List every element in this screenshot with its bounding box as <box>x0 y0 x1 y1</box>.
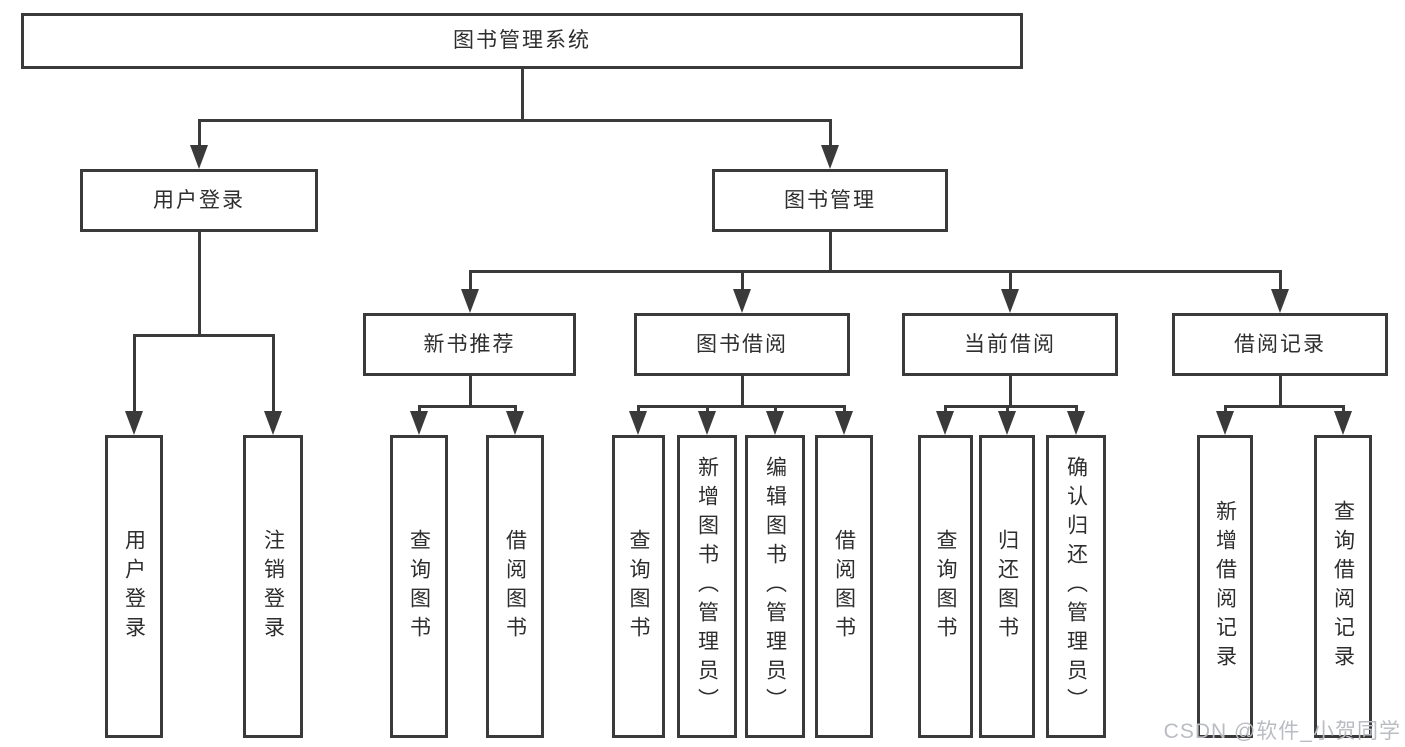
node-book-borrowing-label: 图书借阅 <box>696 332 788 356</box>
leaf-borrow-books-borrowing: 借阅图书 <box>815 435 873 738</box>
arrowhead-down-icon <box>1271 289 1289 313</box>
leaf-query-borrow-record: 查询借阅记录 <box>1314 435 1372 738</box>
connector-line <box>829 119 832 150</box>
connector-line <box>133 334 275 337</box>
connector-line <box>1279 270 1282 293</box>
connector-line <box>944 405 1078 408</box>
arrowhead-down-icon <box>410 411 428 435</box>
node-current-borrowing-label: 当前借阅 <box>964 332 1056 356</box>
leaf-confirm-return-admin: 确认归还（管理员） <box>1046 435 1106 738</box>
arrowhead-down-icon <box>1334 411 1352 435</box>
connector-line <box>133 334 136 415</box>
leaf-query-borrow-record-label: 查询借阅记录 <box>1331 499 1355 674</box>
leaf-edit-books-admin: 编辑图书（管理员） <box>745 435 805 738</box>
connector-line <box>829 232 832 272</box>
leaf-logout: 注销登录 <box>243 435 303 738</box>
leaf-add-books-admin-label: 新增图书（管理员） <box>695 456 719 717</box>
arrowhead-down-icon <box>190 145 208 169</box>
leaf-add-borrow-record: 新增借阅记录 <box>1197 435 1253 738</box>
leaf-user-login: 用户登录 <box>105 435 163 738</box>
connector-line <box>418 405 517 408</box>
connector-line <box>1009 376 1012 407</box>
leaf-add-borrow-record-label: 新增借阅记录 <box>1213 499 1237 674</box>
arrowhead-down-icon <box>821 145 839 169</box>
connector-line <box>637 405 846 408</box>
node-borrowing-records: 借阅记录 <box>1172 313 1388 376</box>
arrowhead-down-icon <box>461 289 479 313</box>
leaf-query-books-current: 查询图书 <box>918 435 973 738</box>
node-user-login-label: 用户登录 <box>153 188 245 212</box>
connector-line <box>741 376 744 407</box>
arrowhead-down-icon <box>125 411 143 435</box>
node-book-management: 图书管理 <box>712 169 948 232</box>
node-current-borrowing: 当前借阅 <box>902 313 1118 376</box>
arrowhead-down-icon <box>835 411 853 435</box>
arrowhead-down-icon <box>733 289 751 313</box>
node-new-book-recommendation: 新书推荐 <box>363 313 576 376</box>
connector-line <box>469 376 472 407</box>
node-library-management-system-label: 图书管理系统 <box>453 29 591 53</box>
arrowhead-down-icon <box>506 411 524 435</box>
arrowhead-down-icon <box>698 411 716 435</box>
leaf-user-login-label: 用户登录 <box>122 528 146 645</box>
leaf-return-books-label: 归还图书 <box>995 528 1019 645</box>
node-new-book-recommendation-label: 新书推荐 <box>423 332 516 356</box>
leaf-confirm-return-admin-label: 确认归还（管理员） <box>1064 456 1088 717</box>
connector-line <box>198 232 201 336</box>
leaf-borrow-books-borrowing-label: 借阅图书 <box>832 528 856 645</box>
connector-line <box>469 270 472 293</box>
arrowhead-down-icon <box>766 411 784 435</box>
connector-line <box>1279 376 1282 407</box>
connector-line <box>198 119 201 150</box>
leaf-logout-label: 注销登录 <box>261 528 285 645</box>
arrowhead-down-icon <box>998 411 1016 435</box>
leaf-query-books-recommend-label: 查询图书 <box>407 528 431 645</box>
arrowhead-down-icon <box>1216 411 1234 435</box>
leaf-query-books-borrowing-label: 查询图书 <box>627 528 650 645</box>
node-book-borrowing: 图书借阅 <box>634 313 850 376</box>
node-book-management-label: 图书管理 <box>784 188 876 212</box>
arrowhead-down-icon <box>1001 289 1019 313</box>
leaf-query-books-borrowing: 查询图书 <box>612 435 665 738</box>
csdn-watermark: CSDN @软件_小贺同学 <box>1163 720 1401 743</box>
leaf-query-books-current-label: 查询图书 <box>934 528 957 645</box>
arrowhead-down-icon <box>264 411 282 435</box>
node-borrowing-records-label: 借阅记录 <box>1234 332 1326 356</box>
connector-line <box>1009 270 1012 293</box>
connector-line <box>741 270 744 293</box>
leaf-borrow-books-recommend: 借阅图书 <box>486 435 544 738</box>
connector-line <box>1224 405 1345 408</box>
arrowhead-down-icon <box>936 411 954 435</box>
leaf-query-books-recommend: 查询图书 <box>390 435 448 738</box>
connector-line <box>272 334 275 415</box>
connector-line <box>198 119 831 122</box>
node-library-management-system: 图书管理系统 <box>21 13 1023 69</box>
connector-line <box>469 270 1282 273</box>
leaf-borrow-books-recommend-label: 借阅图书 <box>503 528 527 645</box>
connector-line <box>521 68 524 121</box>
leaf-add-books-admin: 新增图书（管理员） <box>677 435 737 738</box>
leaf-edit-books-admin-label: 编辑图书（管理员） <box>763 456 787 717</box>
leaf-return-books: 归还图书 <box>979 435 1035 738</box>
node-user-login: 用户登录 <box>80 169 318 232</box>
arrowhead-down-icon <box>629 411 647 435</box>
arrowhead-down-icon <box>1067 411 1085 435</box>
